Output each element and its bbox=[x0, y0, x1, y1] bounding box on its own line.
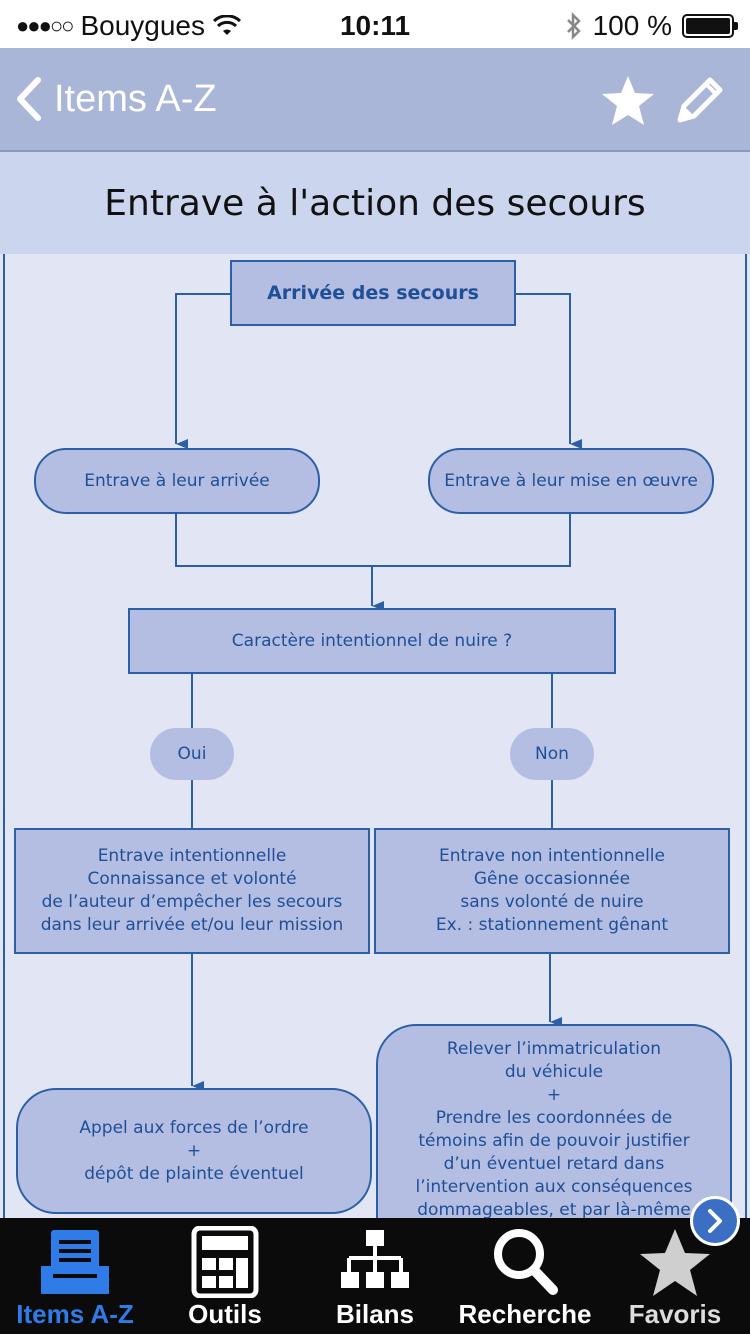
flow-answer-yes-label: Oui bbox=[177, 744, 207, 764]
page-title: Entrave à l'action des secours bbox=[104, 182, 646, 224]
flow-text-line: Appel aux forces de l’ordre bbox=[79, 1117, 309, 1138]
signal-strength-icon: ●●●○○ bbox=[16, 13, 74, 38]
flow-answer-no: Non bbox=[510, 728, 594, 780]
flow-text-line: Gêne occasionnée bbox=[473, 869, 631, 889]
flow-text-line: dans leur arrivée et/ou leur mission bbox=[40, 915, 344, 935]
flow-intentional-node: Entrave intentionnelle Connaissance et v… bbox=[14, 828, 370, 954]
back-button[interactable]: Items A-Z bbox=[14, 76, 217, 122]
flow-action-right-node: Relever l’immatriculation du véhicule + … bbox=[376, 1024, 732, 1218]
flow-text-line: l’intervention aux conséquences bbox=[415, 1177, 693, 1197]
flow-unintentional-node: Entrave non intentionnelle Gêne occasion… bbox=[374, 828, 730, 954]
tab-label: Outils bbox=[188, 1299, 262, 1329]
flow-text-line: Connaissance et volonté bbox=[87, 869, 297, 889]
tab-label: Recherche bbox=[458, 1299, 592, 1329]
flow-text-line: sans volonté de nuire bbox=[460, 892, 644, 912]
flow-text-line: Entrave non intentionnelle bbox=[439, 846, 665, 866]
flow-question-label: Caractère intentionnel de nuire ? bbox=[231, 630, 513, 651]
status-bar: ●●●○○ Bouygues 10:11 100 % bbox=[0, 0, 750, 48]
flow-answer-yes: Oui bbox=[150, 728, 234, 780]
flow-answer-no-label: Non bbox=[535, 744, 569, 764]
carrier-group: ●●●○○ Bouygues bbox=[16, 10, 241, 42]
nav-actions bbox=[600, 74, 726, 128]
flow-text-line: de l’auteur d’empêcher les secours bbox=[41, 892, 343, 912]
page-title-bar: Entrave à l'action des secours bbox=[0, 152, 750, 254]
flow-text-line: d’un éventuel retard dans bbox=[443, 1154, 665, 1174]
flowchart-frame bbox=[3, 254, 747, 1218]
star-icon bbox=[640, 1229, 710, 1296]
flow-text-line: du véhicule bbox=[504, 1062, 604, 1082]
flow-text-line: dommageables, et par là-même bbox=[417, 1200, 691, 1218]
tab-bilans[interactable]: Bilans bbox=[300, 1218, 450, 1334]
status-right: 100 % bbox=[565, 10, 738, 42]
flow-start-node: Arrivée des secours bbox=[230, 260, 516, 326]
tab-label: Items A-Z bbox=[16, 1299, 134, 1329]
flow-text-line: Entrave intentionnelle bbox=[97, 846, 287, 866]
tab-favoris[interactable]: Favoris bbox=[600, 1218, 750, 1334]
flowchart: Arrivée des secours Entrave à leur arriv… bbox=[0, 254, 750, 1218]
favorite-star-icon[interactable] bbox=[600, 74, 656, 128]
chevron-left-icon bbox=[17, 77, 41, 121]
back-button-label: Items A-Z bbox=[54, 77, 217, 120]
battery-icon bbox=[682, 14, 738, 38]
flow-branch-left: Entrave à leur arrivée bbox=[34, 448, 320, 514]
flow-branch-right-label: Entrave à leur mise en œuvre bbox=[444, 470, 698, 491]
tab-items-a-z[interactable]: Items A-Z bbox=[0, 1218, 150, 1334]
flow-text-line: + bbox=[546, 1085, 562, 1105]
flow-text-line: Ex. : stationnement gênant bbox=[435, 915, 669, 935]
flow-question-node: Caractère intentionnel de nuire ? bbox=[128, 608, 616, 674]
flow-start-label: Arrivée des secours bbox=[267, 281, 479, 304]
inbox-icon bbox=[41, 1230, 109, 1294]
flow-branch-right: Entrave à leur mise en œuvre bbox=[428, 448, 714, 514]
tab-recherche[interactable]: Recherche bbox=[450, 1218, 600, 1334]
tab-bar: Items A-Z Outils Bilans Recherche bbox=[0, 1218, 750, 1334]
flow-text-line: dépôt de plainte éventuel bbox=[84, 1163, 304, 1184]
next-page-button[interactable] bbox=[690, 1196, 740, 1246]
flow-text-line: + bbox=[186, 1140, 202, 1161]
calculator-icon bbox=[191, 1226, 259, 1298]
battery-percent: 100 % bbox=[592, 10, 672, 41]
flow-text-line: Prendre les coordonnées de bbox=[435, 1108, 673, 1128]
carrier-name: Bouygues bbox=[80, 10, 205, 41]
flow-branch-left-label: Entrave à leur arrivée bbox=[84, 470, 270, 491]
flow-action-left-node: Appel aux forces de l’ordre + dépôt de p… bbox=[16, 1088, 372, 1214]
navigation-bar: Items A-Z bbox=[0, 48, 750, 152]
clock: 10:11 bbox=[339, 10, 411, 41]
hierarchy-icon bbox=[341, 1230, 409, 1288]
flow-text-line: Relever l’immatriculation bbox=[446, 1039, 662, 1059]
tab-label: Favoris bbox=[628, 1299, 722, 1329]
tab-label: Bilans bbox=[335, 1299, 415, 1329]
wifi-icon bbox=[213, 15, 241, 35]
search-icon bbox=[494, 1229, 558, 1295]
edit-pencil-icon[interactable] bbox=[674, 74, 726, 128]
bluetooth-icon bbox=[566, 12, 581, 40]
tab-outils[interactable]: Outils bbox=[150, 1218, 300, 1334]
flow-text-line: témoins afin de pouvoir justifier bbox=[418, 1131, 690, 1151]
chevron-right-icon bbox=[708, 1209, 722, 1233]
